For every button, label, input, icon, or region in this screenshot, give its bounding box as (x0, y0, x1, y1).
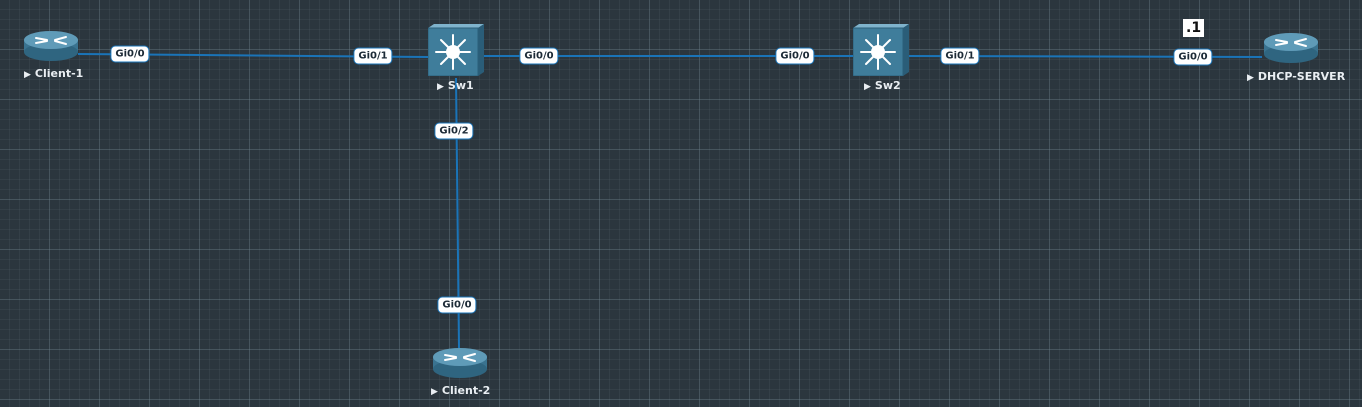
play-triangle-icon: ▶ (1247, 73, 1254, 83)
node-sw2[interactable] (853, 24, 909, 76)
node-label-client-2: ▶Client-2 (431, 384, 491, 397)
multilayer-switch-icon (853, 24, 909, 76)
port-label-sw2-gi01[interactable]: Gi0/1 (940, 47, 980, 65)
play-triangle-icon: ▶ (864, 82, 871, 92)
multilayer-switch-icon (428, 24, 484, 76)
node-sw1[interactable] (428, 24, 484, 76)
port-label-sw2-gi00[interactable]: Gi0/0 (775, 47, 815, 65)
node-label-client-1: ▶Client-1 (24, 67, 84, 80)
play-triangle-icon: ▶ (431, 387, 438, 397)
port-label-dhcp-gi00[interactable]: Gi0/0 (1173, 48, 1213, 66)
port-label-client2-gi00[interactable]: Gi0/0 (437, 296, 477, 314)
play-triangle-icon: ▶ (437, 82, 444, 92)
node-dhcp-server[interactable] (1262, 30, 1320, 64)
node-client-2[interactable] (431, 345, 489, 379)
node-label-dhcp-server: ▶DHCP-SERVER (1247, 70, 1346, 83)
router-icon (433, 348, 487, 378)
ip-address-annotation[interactable]: .1 (1183, 19, 1205, 37)
router-icon (24, 31, 78, 61)
router-icon (1264, 33, 1318, 63)
node-label-sw2: ▶Sw2 (864, 79, 901, 92)
node-label-sw1: ▶Sw1 (437, 79, 474, 92)
port-label-sw1-gi02[interactable]: Gi0/2 (434, 122, 474, 140)
port-label-sw1-gi01[interactable]: Gi0/1 (353, 47, 393, 65)
port-label-client1-gi00[interactable]: Gi0/0 (110, 45, 150, 63)
play-triangle-icon: ▶ (24, 70, 31, 80)
port-label-sw1-gi00[interactable]: Gi0/0 (519, 47, 559, 65)
node-client-1[interactable] (22, 28, 80, 62)
